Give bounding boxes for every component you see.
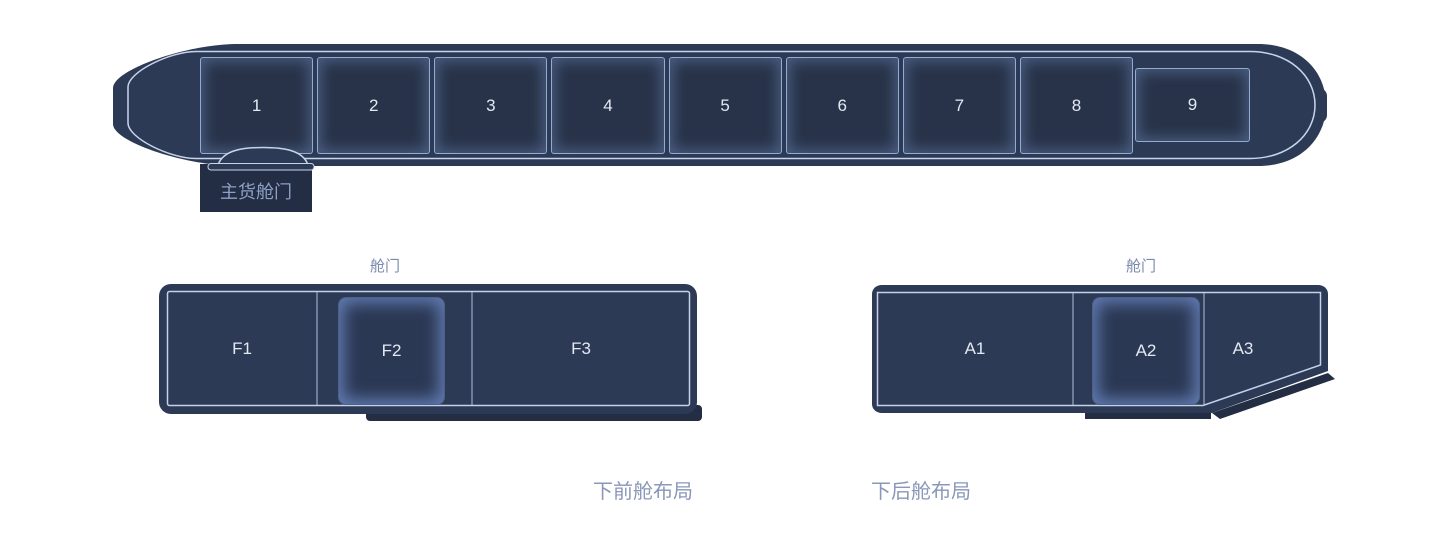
main-deck-position-4[interactable]: 4 — [551, 57, 665, 154]
main-deck-position-8[interactable]: 8 — [1019, 57, 1133, 154]
aft-hold-frame — [876, 291, 1322, 407]
aft-hold-compartment-a3[interactable]: A3 — [1232, 338, 1254, 358]
aft-hold-taper-shadow — [1212, 373, 1335, 419]
aft-hold-compartment-a2[interactable]: A2 — [1092, 297, 1200, 405]
aft-hold-door-label: 舱门 — [1125, 257, 1156, 275]
forward-hold-door-label: 舱门 — [369, 257, 400, 275]
forward-hold-caption: 下前舱布局 — [593, 480, 693, 503]
forward-hold-compartment-f1[interactable]: F1 — [232, 338, 252, 358]
fuselage-outline — [127, 50, 1316, 160]
main-deck-position-1[interactable]: 1 — [200, 57, 314, 154]
main-deck: 1 2 3 4 5 6 7 8 — [200, 57, 1133, 154]
forward-hold-compartment-f2[interactable]: F2 — [338, 297, 445, 405]
main-deck-position-2[interactable]: 2 — [317, 57, 431, 154]
main-deck-position-7[interactable]: 7 — [902, 57, 1016, 154]
main-deck-position-5[interactable]: 5 — [668, 57, 782, 154]
main-cargo-door-label: 主货舱门 — [220, 182, 292, 202]
main-deck-position-9[interactable]: 9 — [1135, 68, 1250, 142]
main-deck-position-3[interactable]: 3 — [434, 57, 548, 154]
main-deck-position-6[interactable]: 6 — [785, 57, 899, 154]
forward-hold-frame — [166, 290, 691, 407]
aft-hold-caption: 下后舱布局 — [871, 480, 971, 503]
aft-hold-compartment-a1[interactable]: A1 — [964, 338, 986, 358]
main-door-label-block — [200, 164, 312, 212]
forward-hold-compartment-f3[interactable]: F3 — [571, 338, 591, 358]
